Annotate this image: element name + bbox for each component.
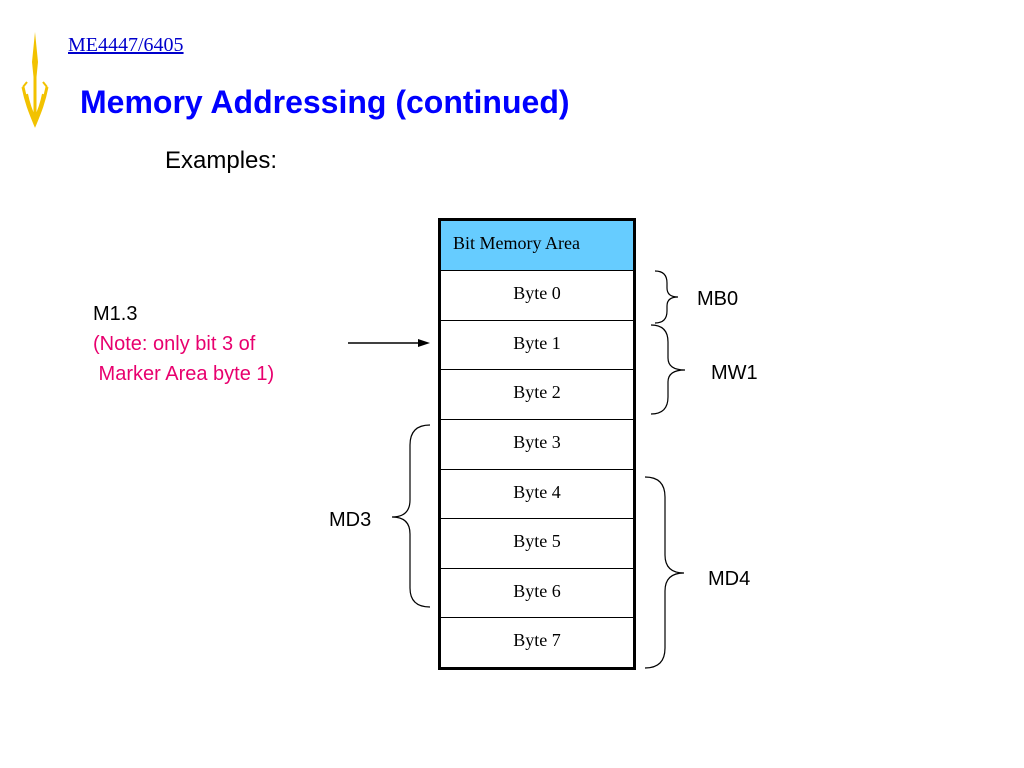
table-row-byte-5: Byte 5 xyxy=(441,519,633,569)
table-header: Bit Memory Area xyxy=(441,221,633,271)
institution-logo-icon xyxy=(21,32,49,128)
table-row-byte-4: Byte 4 xyxy=(441,470,633,520)
table-row-byte-3: Byte 3 xyxy=(441,420,633,470)
table-row-byte-0: Byte 0 xyxy=(441,271,633,321)
pointer-arrow xyxy=(348,339,430,347)
course-code[interactable]: ME4447/6405 xyxy=(68,34,184,56)
md3-brace xyxy=(391,424,431,608)
md4-brace xyxy=(644,476,685,669)
page-title: Memory Addressing (continued) xyxy=(80,84,570,120)
mb0-label: MB0 xyxy=(697,288,739,310)
mw1-brace xyxy=(650,324,686,415)
table-row-byte-7: Byte 7 xyxy=(513,630,561,651)
m1-3-label: M1.3 xyxy=(93,303,138,325)
md3-label: MD3 xyxy=(329,509,372,531)
note-line-1: (Note: only bit 3 of xyxy=(93,333,256,355)
table-row-byte-2: Byte 2 xyxy=(441,370,633,420)
md4-label: MD4 xyxy=(708,568,751,590)
table-row-byte-6: Byte 6 xyxy=(441,569,633,619)
note-line-2: Marker Area byte 1) xyxy=(93,363,275,385)
examples-heading: Examples: xyxy=(165,147,278,174)
table-row-byte-1: Byte 1 xyxy=(441,321,633,371)
bit-memory-table: Bit Memory Area Byte 0 Byte 1 Byte 2 Byt… xyxy=(438,218,636,670)
mb0-brace xyxy=(654,270,679,324)
mw1-label: MW1 xyxy=(711,362,758,384)
